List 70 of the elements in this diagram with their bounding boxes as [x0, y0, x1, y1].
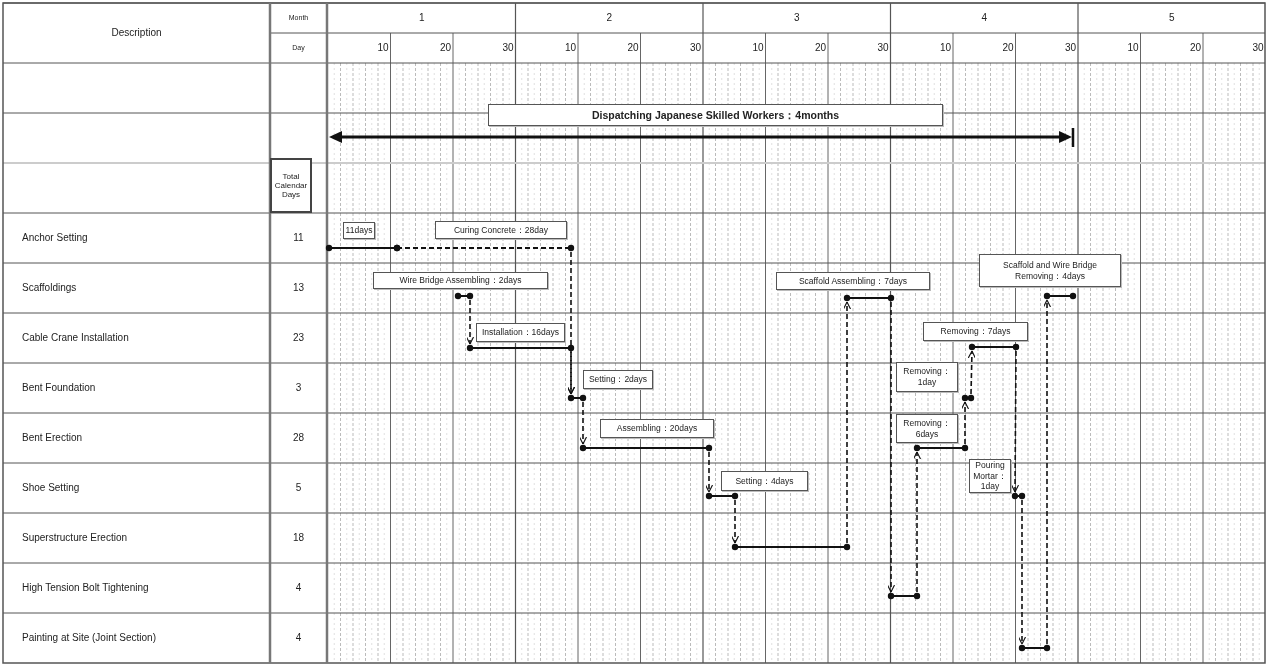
- task-label: Removing：6days: [896, 414, 958, 443]
- dependency-arrow: [704, 451, 714, 493]
- task-bar: [731, 543, 851, 551]
- day-number: 10: [563, 41, 576, 56]
- day-number: 30: [688, 41, 701, 56]
- task-label: Scaffold and Wire Bridge Removing：4days: [979, 254, 1121, 287]
- day-number: 30: [501, 41, 514, 56]
- dependency-arrow: [578, 401, 588, 445]
- day-number: 10: [938, 41, 951, 56]
- task-label: Wire Bridge Assembling：2days: [373, 272, 548, 289]
- task-label: Removing：1day: [896, 362, 958, 392]
- day-number: 20: [1001, 41, 1014, 56]
- day-number: 30: [876, 41, 889, 56]
- duration-value: 4: [294, 631, 303, 646]
- dispatch-banner: Dispatching Japanese Skilled Workers：4months: [488, 104, 943, 126]
- task-label: 11days: [343, 222, 375, 239]
- day-number: 30: [1251, 41, 1264, 56]
- dependency-arrow: [842, 301, 852, 544]
- dependency-arrow: [465, 299, 475, 345]
- day-number: 20: [626, 41, 639, 56]
- task-bar: [1018, 644, 1051, 652]
- task-name: Cable Crane Installation: [22, 331, 130, 346]
- column-header: Description: [110, 26, 163, 41]
- duration-value: 5: [294, 481, 303, 496]
- task-bar: [887, 592, 921, 600]
- duration-value: 4: [294, 581, 303, 596]
- dependency-arrow: [886, 301, 896, 593]
- duration-value: 11: [292, 231, 305, 246]
- task-label: Curing Concrete：28day: [435, 221, 567, 239]
- task-label: Setting：4days: [721, 471, 808, 491]
- task-name: Shoe Setting: [22, 481, 81, 496]
- day-number: 20: [438, 41, 451, 56]
- duration-value: 23: [291, 331, 306, 346]
- task-label: Assembling：20days: [600, 419, 714, 438]
- month-number: 2: [605, 11, 614, 26]
- dependency-arrow: [1017, 499, 1027, 645]
- dependency-arrow: [912, 451, 922, 593]
- dependency-arrow: [1011, 350, 1020, 493]
- duration-value: 3: [294, 381, 303, 396]
- task-name: Bent Erection: [22, 431, 84, 446]
- month-number: 4: [980, 11, 989, 26]
- task-name: Painting at Site (Joint Section): [22, 631, 157, 646]
- dependency-arrow: [566, 351, 576, 395]
- month-number: 1: [417, 11, 426, 26]
- day-number: 30: [1063, 41, 1076, 56]
- task-label: Scaffold Assembling：7days: [776, 272, 930, 290]
- day-number: 10: [751, 41, 764, 56]
- day-number: 10: [1126, 41, 1139, 56]
- dependency-arrow: [960, 401, 970, 445]
- duration-value: 18: [291, 531, 306, 546]
- dependency-arrow: [967, 350, 976, 395]
- task-label: Removing：7days: [923, 322, 1028, 341]
- day-number: 20: [1188, 41, 1201, 56]
- duration-value: 13: [291, 281, 306, 296]
- day-number: 10: [376, 41, 389, 56]
- dependency-arrow: [1042, 299, 1052, 645]
- task-name: Scaffoldings: [22, 281, 78, 296]
- day-number: 20: [813, 41, 826, 56]
- task-name: Bent Foundation: [22, 381, 97, 396]
- month-number: 5: [1167, 11, 1176, 26]
- task-label: Pouring Mortar：1day: [969, 459, 1011, 493]
- dependency-arrow: [730, 499, 740, 544]
- month-number: 3: [792, 11, 801, 26]
- task-name: High Tension Bolt Tightening: [22, 581, 150, 596]
- column-header: Total Calendar Days: [270, 158, 312, 213]
- task-name: Anchor Setting: [22, 231, 89, 246]
- task-label: Setting：2days: [583, 370, 653, 389]
- task-name: Superstructure Erection: [22, 531, 129, 546]
- task-label: Installation：16days: [476, 323, 565, 342]
- duration-value: 28: [291, 431, 306, 446]
